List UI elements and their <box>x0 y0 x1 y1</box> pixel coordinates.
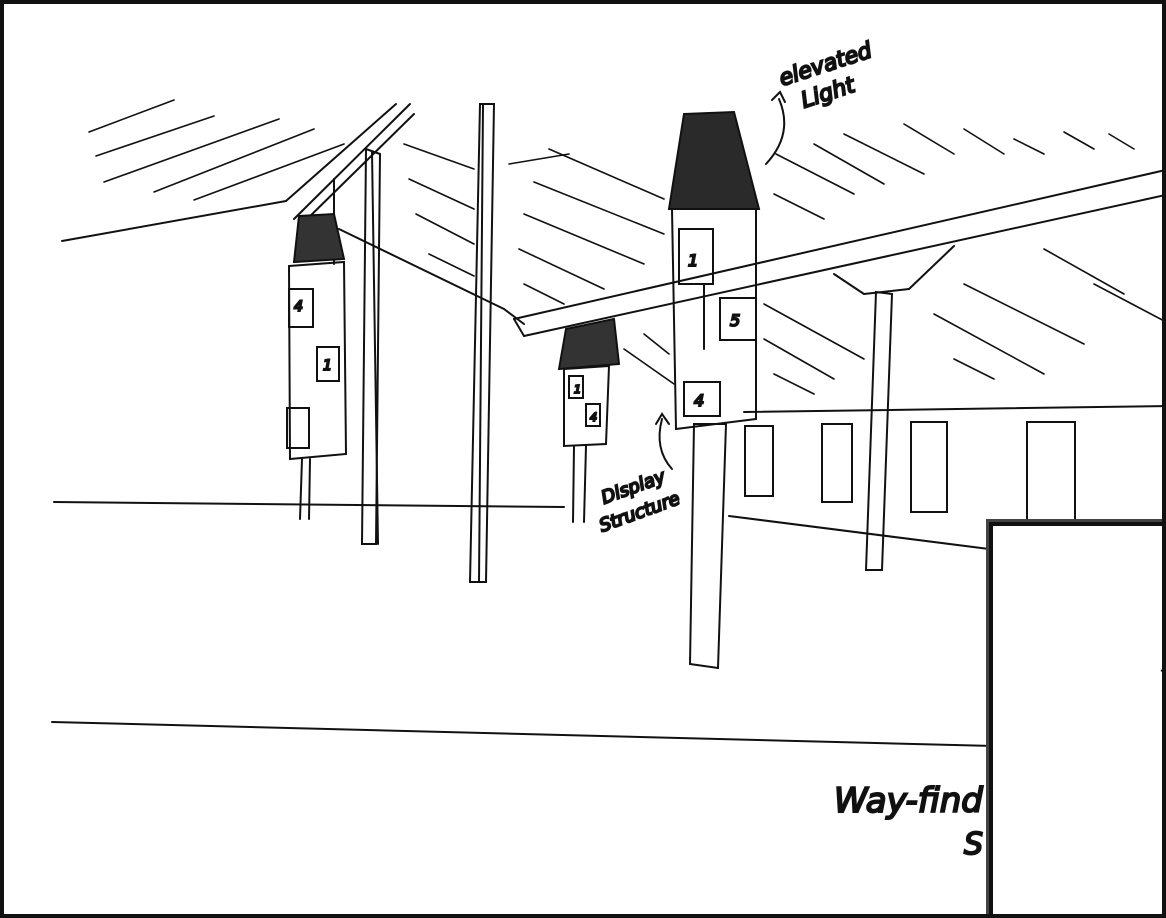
back-wall <box>744 406 1166 522</box>
floor-lines <box>52 502 994 746</box>
sign-number: 5 <box>730 311 740 330</box>
sign-number: 4 <box>694 391 704 410</box>
sign-number: 4 <box>590 411 597 424</box>
main-beam <box>514 169 1166 336</box>
roof-hatching <box>89 100 1166 394</box>
wayfinding-label: Way-find <box>834 781 983 821</box>
sign-number: 1 <box>574 383 581 396</box>
sign-number: 1 <box>323 358 332 374</box>
inset-sketch <box>993 526 1166 918</box>
sign-number: 1 <box>688 251 698 270</box>
columns <box>362 104 892 668</box>
display-structure-left <box>287 214 346 519</box>
overlapping-sketch-card <box>989 522 1166 918</box>
sign-number: 4 <box>294 299 303 315</box>
display-structure-right <box>669 112 759 429</box>
wayfinding-label-line2: S <box>964 827 983 862</box>
